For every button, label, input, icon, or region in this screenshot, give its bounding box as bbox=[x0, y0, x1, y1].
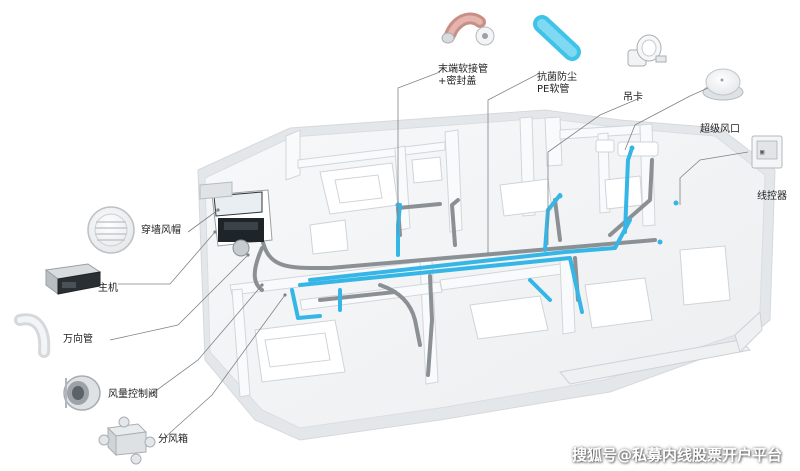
duct-network bbox=[252, 145, 679, 377]
damper-icon bbox=[63, 375, 101, 411]
splitter-box-icon bbox=[98, 416, 156, 465]
label-pe-hose-line1: 抗菌防尘 bbox=[537, 72, 577, 83]
main-unit-installed bbox=[199, 181, 273, 257]
label-pe-hose: 抗菌防尘 PE软管 bbox=[537, 72, 577, 96]
apartment-floorplan bbox=[197, 109, 776, 441]
label-controller: 线控器 bbox=[757, 191, 787, 202]
label-elbow: 万向管 bbox=[63, 334, 93, 345]
label-hanger: 吊卡 bbox=[623, 92, 643, 103]
super-vent-icon bbox=[702, 68, 744, 101]
hanger-clip-icon bbox=[627, 34, 667, 67]
label-end-hose-line1: 末端软接管 bbox=[438, 64, 488, 75]
elbow-pipe-icon bbox=[14, 313, 51, 358]
main-unit-icon bbox=[44, 263, 102, 295]
label-super-vent: 超级风口 bbox=[700, 124, 740, 135]
label-end-hose-line2: +密封盖 bbox=[438, 76, 477, 87]
label-wall-hood: 穿墙风帽 bbox=[141, 225, 181, 236]
wall-hood-icon bbox=[87, 206, 135, 254]
end-hose-icon bbox=[441, 12, 495, 46]
controller-icon: ▣ bbox=[751, 135, 783, 169]
label-splitter: 分风箱 bbox=[158, 434, 188, 445]
label-damper: 风量控制阀 bbox=[108, 389, 158, 400]
callout-lines bbox=[109, 71, 749, 441]
svg-text:▣: ▣ bbox=[760, 148, 764, 156]
label-pe-hose-line2: PE软管 bbox=[537, 84, 570, 95]
label-main-unit: 主机 bbox=[98, 283, 118, 294]
watermark: 搜狐号@私募内线股票开户平台 bbox=[571, 446, 782, 464]
label-end-hose: 末端软接管 +密封盖 bbox=[438, 64, 488, 88]
pe-hose-icon bbox=[533, 15, 581, 61]
